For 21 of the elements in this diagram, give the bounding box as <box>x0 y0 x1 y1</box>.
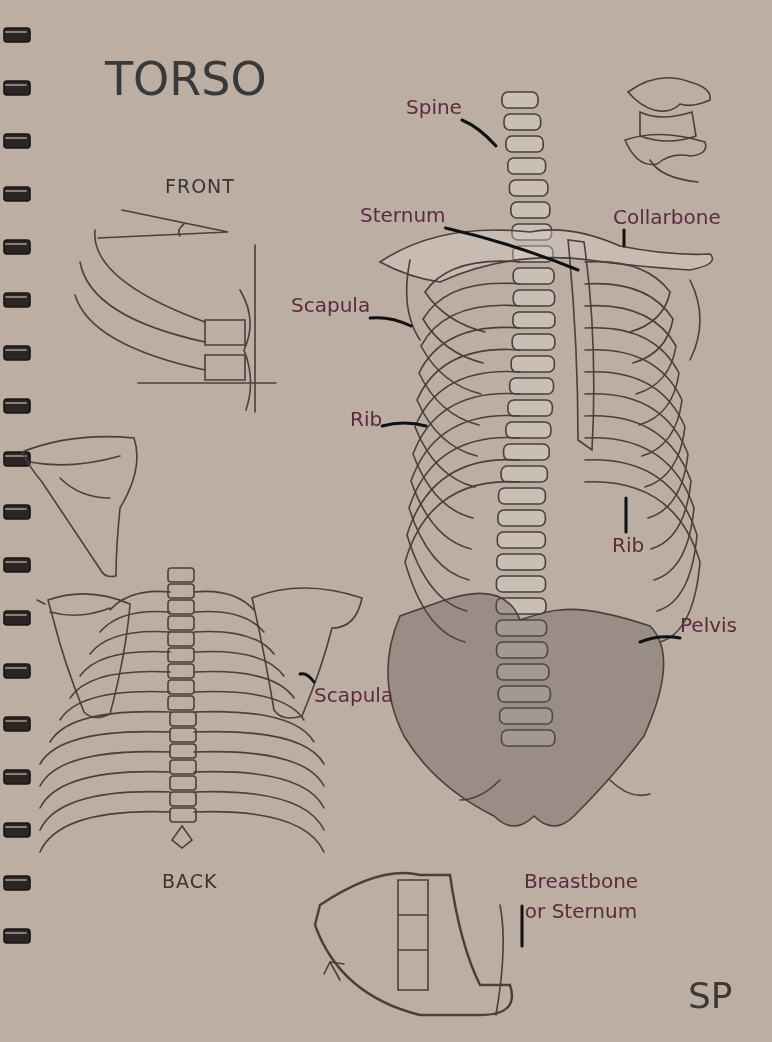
leader-line <box>380 421 428 428</box>
part-label: Breastbone or Sternum <box>522 866 640 926</box>
leader-line <box>622 228 626 248</box>
part-label: Rib <box>612 532 645 558</box>
leader-line <box>638 635 682 644</box>
leader-line <box>444 226 580 272</box>
leader-line <box>624 496 628 534</box>
part-label: Sternum <box>360 202 446 228</box>
title: TORSO <box>105 52 267 106</box>
leader-line <box>298 672 316 684</box>
part-label: Scapula <box>291 292 371 318</box>
leader-line <box>460 118 498 148</box>
part-label: Spine <box>406 94 462 120</box>
view-label: FRONT <box>165 175 235 197</box>
leader-line <box>520 904 524 948</box>
view-label: BACK <box>162 870 218 892</box>
part-label: Pelvis <box>680 612 738 638</box>
signature-initials: SP <box>688 975 733 1016</box>
part-label: Rib <box>350 406 383 432</box>
leader-line <box>368 316 413 328</box>
part-label: Collarbone <box>613 204 721 230</box>
